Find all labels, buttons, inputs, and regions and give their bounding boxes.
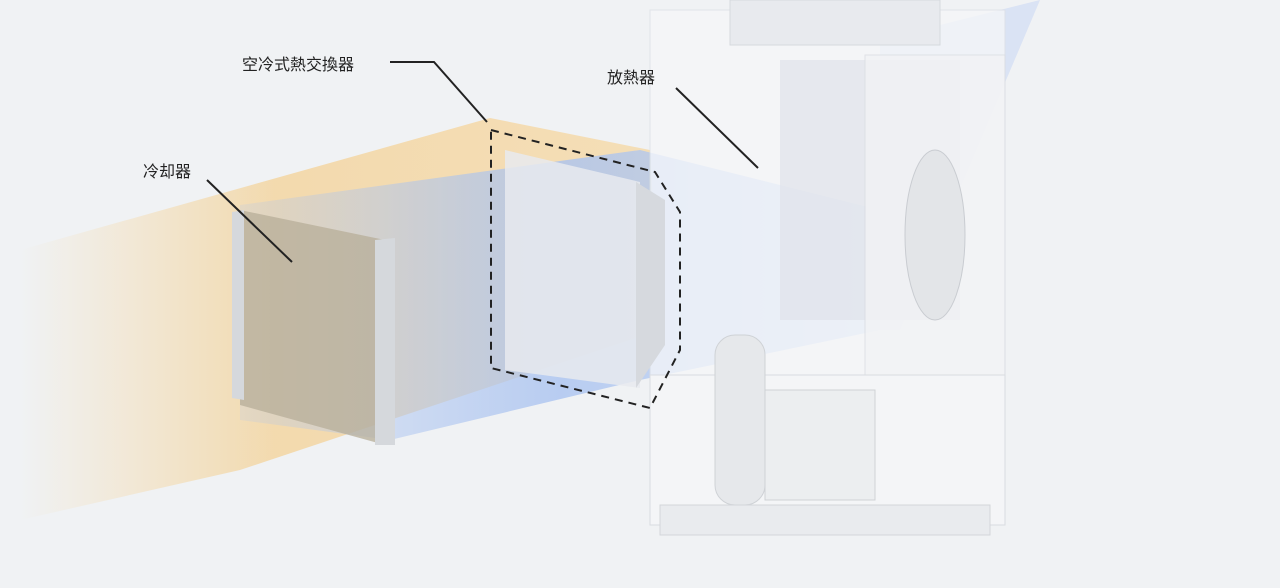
- label-air-heat-exchanger: 空冷式熱交換器: [242, 55, 355, 74]
- dehumidifier-unit: [649, 0, 1006, 536]
- heat-exchanger: [505, 150, 665, 388]
- leader-line-cooler: [206, 179, 293, 263]
- label-radiator: 放熱器: [607, 68, 656, 87]
- cooler-coil: [232, 210, 395, 445]
- label-cooler: 冷却器: [143, 162, 192, 181]
- leader-line-radiator: [675, 87, 759, 169]
- leader-line-heat-exchanger: [390, 61, 488, 123]
- heat-exchanger-outline: [490, 128, 681, 410]
